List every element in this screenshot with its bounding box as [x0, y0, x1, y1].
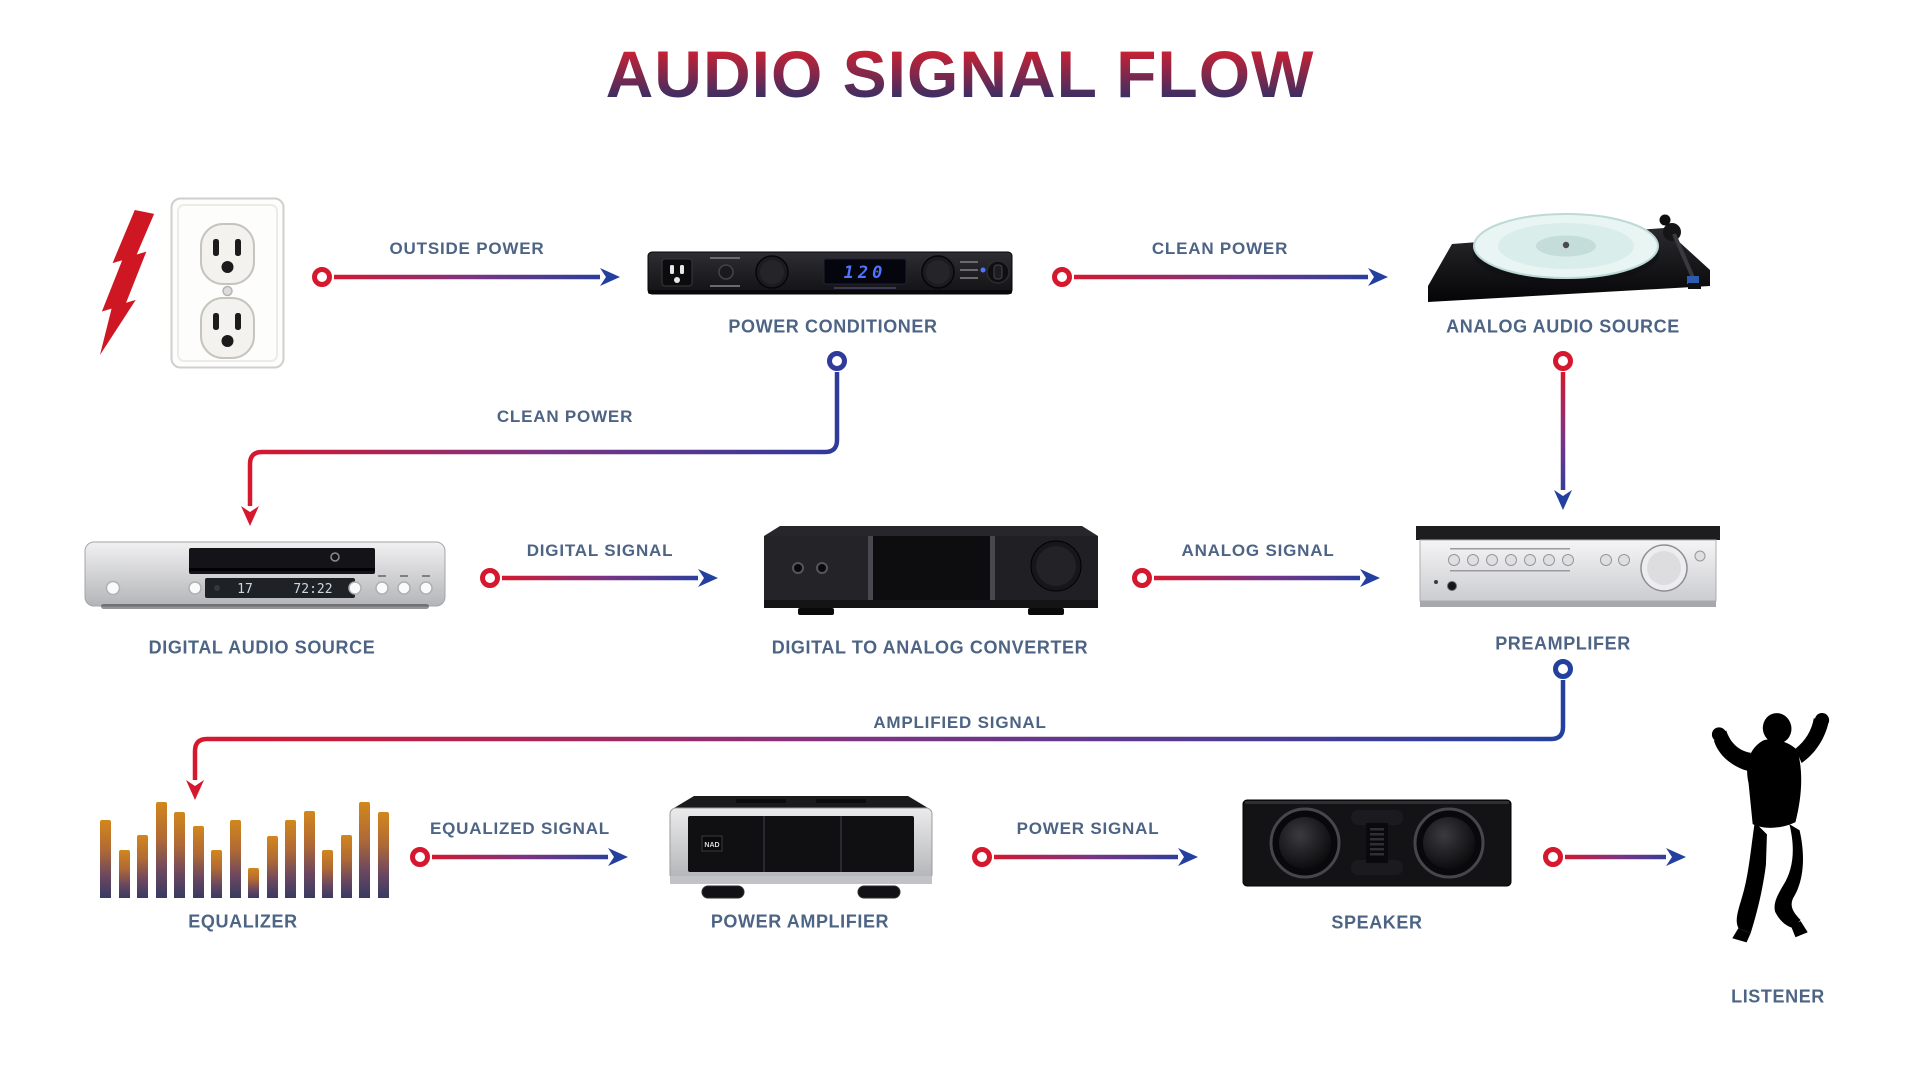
label-outside-power: OUTSIDE POWER — [389, 239, 545, 258]
svg-text:72:22: 72:22 — [293, 582, 332, 597]
label-preamplifier: PREAMPLIFER — [1495, 633, 1631, 654]
cd-tray-panel — [189, 548, 375, 574]
equalizer-bars — [100, 798, 390, 898]
cd-logo-icon — [330, 552, 340, 562]
outlet-screw — [222, 285, 233, 297]
speaker — [1242, 799, 1512, 887]
svg-text:120: 120 — [844, 263, 887, 283]
dac-jack-left — [792, 562, 804, 574]
label-equalizer: EQUALIZER — [188, 911, 298, 932]
arrow-clean-power-right — [1052, 267, 1388, 287]
amp-brand-badge — [701, 835, 723, 852]
power-conditioner: 120 — [647, 251, 1013, 295]
equalizer-bar — [266, 836, 278, 898]
arrow-clean-power-down — [241, 351, 847, 526]
label-power-signal: POWER SIGNAL — [1016, 819, 1160, 838]
cd-display — [205, 578, 355, 598]
turntable-tonearm — [1659, 214, 1701, 289]
equalizer-bar — [359, 802, 370, 898]
conditioner-display — [823, 258, 907, 285]
outlet-socket-bottom — [200, 297, 255, 359]
equalizer-bar — [155, 802, 167, 898]
label-digital-signal: DIGITAL SIGNAL — [526, 541, 674, 560]
arrow-power-signal — [972, 847, 1198, 867]
equalizer-bar — [285, 820, 296, 898]
label-amplified-signal: AMPLIFIED SIGNAL — [873, 713, 1047, 732]
equalizer-bar — [340, 835, 352, 898]
label-clean-power-down: CLEAN POWER — [496, 407, 634, 426]
outlet-socket-top — [200, 223, 255, 285]
equalizer-bar — [248, 868, 259, 898]
speaker-tweeter — [1351, 810, 1403, 875]
equalizer-bar — [211, 850, 222, 898]
label-analog-audio-source: ANALOG AUDIO SOURCE — [1446, 316, 1680, 337]
arrow-speaker-to-listener — [1543, 847, 1686, 867]
turntable-spindle — [1562, 241, 1570, 249]
page-title: AUDIO SIGNAL FLOW — [605, 37, 1315, 111]
amp-front-panel — [688, 816, 914, 872]
label-speaker: SPEAKER — [1331, 912, 1423, 933]
equalizer-bar — [118, 850, 130, 898]
label-digital-audio-source: DIGITAL AUDIO SOURCE — [148, 637, 376, 658]
equalizer-bar — [303, 811, 315, 898]
label-equalized-signal: EQUALIZED SIGNAL — [430, 819, 610, 838]
label-power-conditioner: POWER CONDITIONER — [728, 316, 938, 337]
label-listener: LISTENER — [1731, 986, 1825, 1007]
wall-outlet — [170, 197, 285, 369]
preamp-headphone-jack — [1447, 581, 1457, 591]
dac-jack-right — [816, 562, 828, 574]
preamplifier — [1416, 526, 1720, 607]
cd-power-button — [105, 580, 121, 596]
arrow-outside-power — [312, 267, 620, 287]
arrow-equalized-signal — [410, 847, 628, 867]
conditioner-small-knob — [718, 264, 734, 280]
listener-silhouette — [1711, 713, 1830, 943]
power-amplifier: NAD — [669, 796, 933, 899]
amp-foot-left — [701, 885, 745, 899]
digital-audio-source: 17 72:22 — [84, 541, 446, 609]
cd-transport-buttons — [348, 575, 433, 595]
label-dac: DIGITAL TO ANALOG CONVERTER — [771, 637, 1089, 658]
arrow-analog-source-to-preamp — [1553, 351, 1573, 510]
amp-foot-right — [857, 885, 901, 899]
cd-eject-button — [188, 581, 202, 595]
equalizer-bar — [229, 820, 241, 898]
equalizer-bar — [137, 835, 148, 898]
label-power-amplifier: POWER AMPLIFIER — [710, 911, 890, 932]
preamp-small-knobs — [1448, 548, 1630, 572]
digital-to-analog-converter — [764, 526, 1098, 615]
lightning-bolt-icon — [99, 210, 155, 355]
speaker-woofer-right — [1413, 807, 1485, 879]
analog-audio-source — [1428, 213, 1710, 302]
conditioner-outlet — [661, 258, 693, 287]
svg-text:17: 17 — [237, 582, 253, 597]
arrow-digital-signal — [480, 568, 718, 588]
equalizer-bar — [100, 820, 111, 898]
equalizer-bar — [322, 850, 333, 898]
equalizer-bar — [377, 812, 389, 898]
dac-display-panel — [873, 536, 990, 600]
arrow-analog-signal — [1132, 568, 1380, 588]
preamp-right-knob — [1694, 550, 1706, 562]
label-clean-power-right: CLEAN POWER — [1151, 239, 1289, 258]
speaker-woofer-left — [1269, 807, 1341, 879]
label-analog-signal: ANALOG SIGNAL — [1181, 541, 1335, 560]
equalizer-bar — [174, 812, 185, 898]
equalizer-bar — [192, 826, 204, 898]
svg-text:NAD: NAD — [704, 842, 719, 849]
